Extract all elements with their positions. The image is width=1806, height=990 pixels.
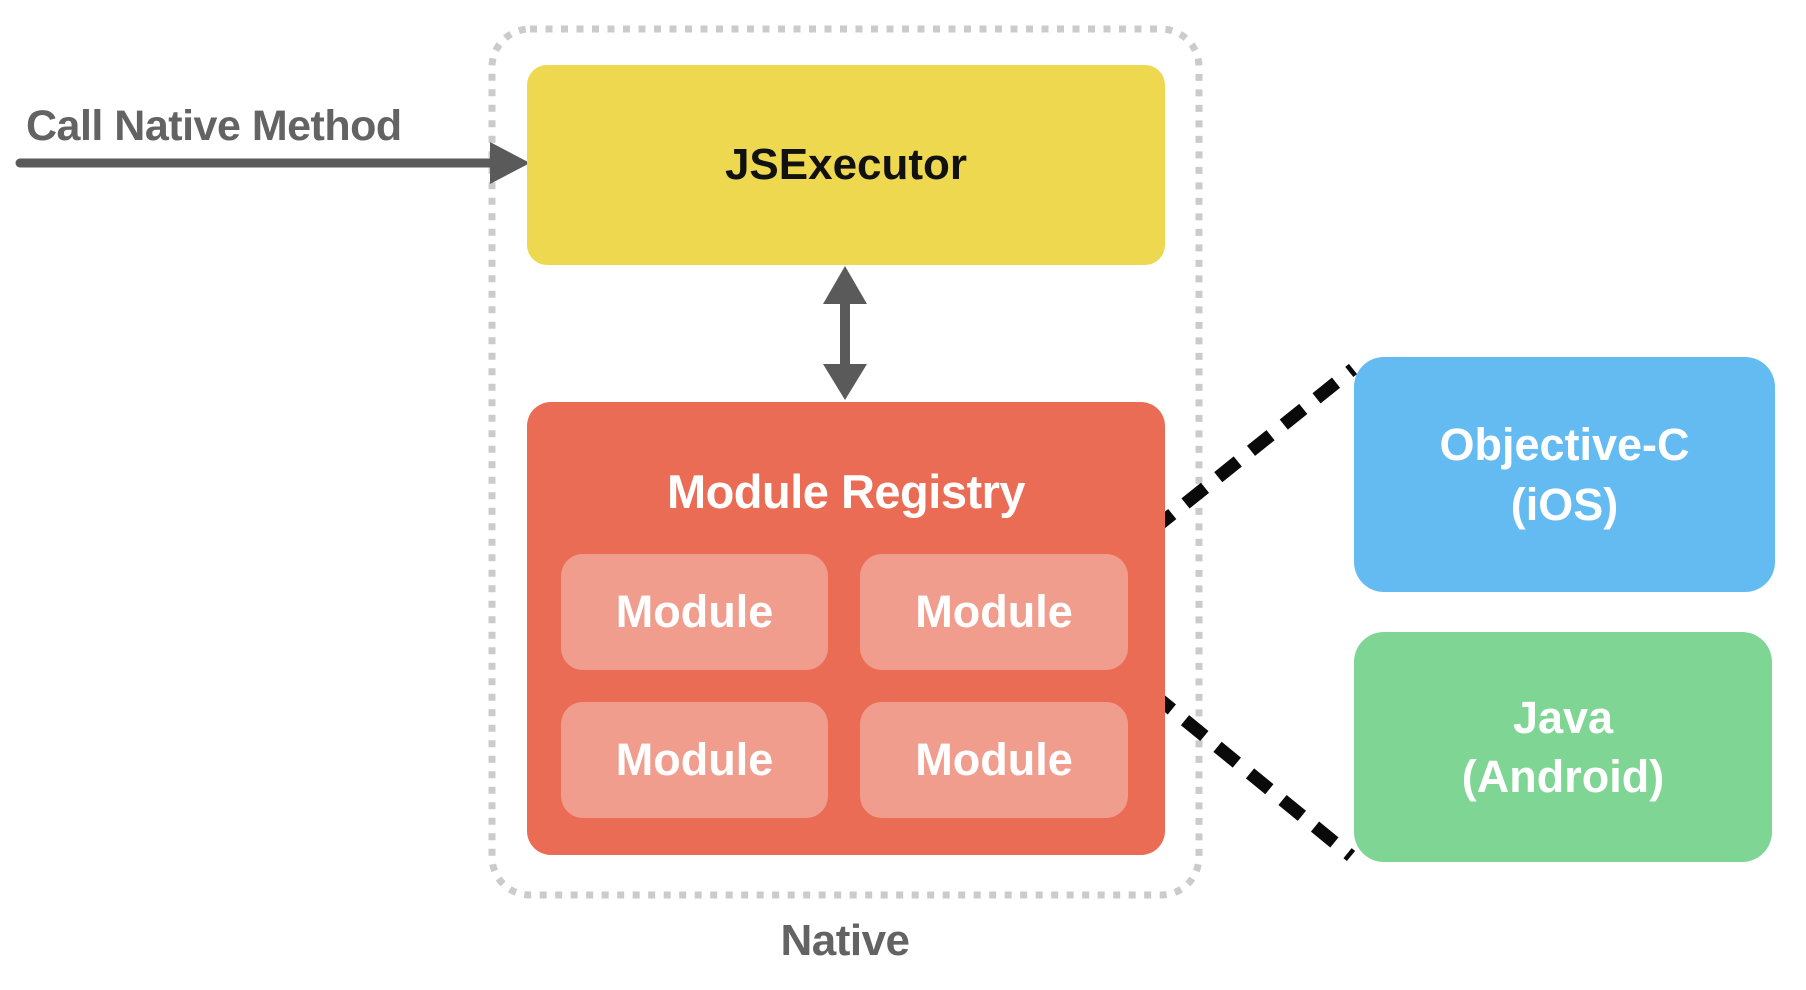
module-registry-box: Module Registry Module Module Module Mod… xyxy=(527,402,1165,855)
module-box: Module xyxy=(860,554,1128,670)
android-label-line1: Java xyxy=(1512,691,1614,743)
module-registry-title: Module Registry xyxy=(666,465,1026,518)
module-box: Module xyxy=(860,702,1128,818)
module-label: Module xyxy=(915,734,1073,785)
objective-c-ios-box: Objective-C (iOS) xyxy=(1354,357,1775,592)
ios-label-line2: (iOS) xyxy=(1510,478,1619,530)
jsexecutor-label: JSExecutor xyxy=(724,140,968,189)
module-label: Module xyxy=(915,586,1073,637)
module-box: Module xyxy=(561,702,828,818)
native-caption-label: Native xyxy=(780,916,910,965)
java-android-box: Java (Android) xyxy=(1354,632,1772,862)
arrow-up-icon xyxy=(823,266,867,304)
ios-label-line1: Objective-C xyxy=(1439,419,1690,471)
call-native-method-label: Call Native Method xyxy=(26,102,402,150)
module-label: Module xyxy=(615,586,774,637)
arrow-down-icon xyxy=(823,364,867,400)
jsexecutor-box: JSExecutor xyxy=(527,65,1165,265)
module-label: Module xyxy=(615,734,774,785)
module-box: Module xyxy=(561,554,828,670)
android-label-line2: (Android) xyxy=(1461,751,1665,802)
arrow-right-icon xyxy=(490,142,530,184)
